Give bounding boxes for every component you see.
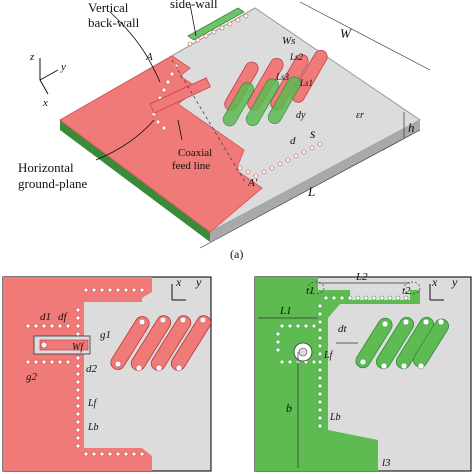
dim-Ls1: Ls1 [299,78,313,88]
figure-a-3d-view: z y x Vertical back-wall side-wall Horiz… [18,0,431,261]
label-t1: t1 [306,285,315,297]
side-wall-strip [187,7,245,41]
figure-c-bottom-view: x y L2 t1 t2 L1 dt Lf b Lb l3 [254,271,472,472]
horizontal-ground-plane [59,55,263,233]
dim-L: L [307,184,315,199]
dim-A-prime: A' [247,177,258,189]
feed-via-b [40,341,48,349]
label-g1: g1 [100,329,111,341]
label-Lf-c: Lf [323,350,334,361]
label-side-wall: side-wall [170,0,218,11]
resonator-holes-c [359,318,445,370]
label-dt: dt [338,323,348,335]
label-L2: L2 [355,271,368,283]
axis-x-label-a: x [42,97,48,109]
label-d2: d2 [86,363,98,375]
axis-x-label-b: x [175,275,182,289]
label-b: b [286,401,292,415]
dim-h: h [408,120,415,135]
dim-dy: dy [296,110,306,121]
label-coaxial-1: Coaxial [178,147,212,159]
axes-triad-a [39,58,59,95]
label-ground-plane-1: Horizontal [18,160,74,175]
feed-line-b [39,339,89,351]
axis-y-label-b: y [195,275,202,289]
label-coaxial-2: feed line [172,160,210,172]
substrate-side-right [210,120,420,242]
axes-triad-c [429,284,444,301]
label-df: df [58,311,69,323]
resonator-holes-b [114,316,207,372]
axes-triad-b [171,284,186,301]
label-ground-plane-2: ground-plane [18,176,88,191]
label-Lf: Lf [87,398,98,409]
dim-Ls2: Ls2 [289,52,304,62]
axis-x-label-c: x [431,275,438,289]
figure-caption-a: (a) [230,247,243,261]
axis-y-label-c: y [451,275,458,289]
label-Lb: Lb [87,422,99,433]
dim-eps: εr [356,110,364,121]
label-L1: L1 [279,305,292,317]
via-rail-b [25,287,145,457]
substrate-side-front [60,120,210,242]
dim-Ws: Ws [282,35,295,47]
axis-z-label-a: z [29,51,35,63]
dimension-lines-c [258,281,421,468]
figure-b-top-view: x y d1 df g1 g2 Wf d2 Lf Lb [2,275,212,472]
pointer-lines [95,3,197,161]
resonators-c [355,316,449,370]
label-g2: g2 [26,371,38,383]
resonators-b [110,315,212,371]
via-rail-c [275,295,409,429]
label-vertical-wall-2: back-wall [88,15,140,30]
axis-y-label-a: y [60,61,66,73]
label-Wf: Wf [72,342,84,353]
dim-s: s [310,127,316,142]
dim-d: d [290,135,296,147]
feed-strip-3d [149,77,211,114]
label-t2: t2 [402,285,411,297]
label-d1: d1 [40,311,51,323]
dim-Ls3: Ls3 [275,72,290,82]
resonator-slots-3d [222,49,328,127]
dim-W: W [340,26,352,41]
dimension-lines-a [171,1,431,249]
label-l3: l3 [382,457,391,469]
label-Lb-c: Lb [329,412,341,423]
label-vertical-wall-1: Vertical [88,0,129,15]
dim-A: A [145,51,153,63]
coax-pin-c [298,347,308,357]
